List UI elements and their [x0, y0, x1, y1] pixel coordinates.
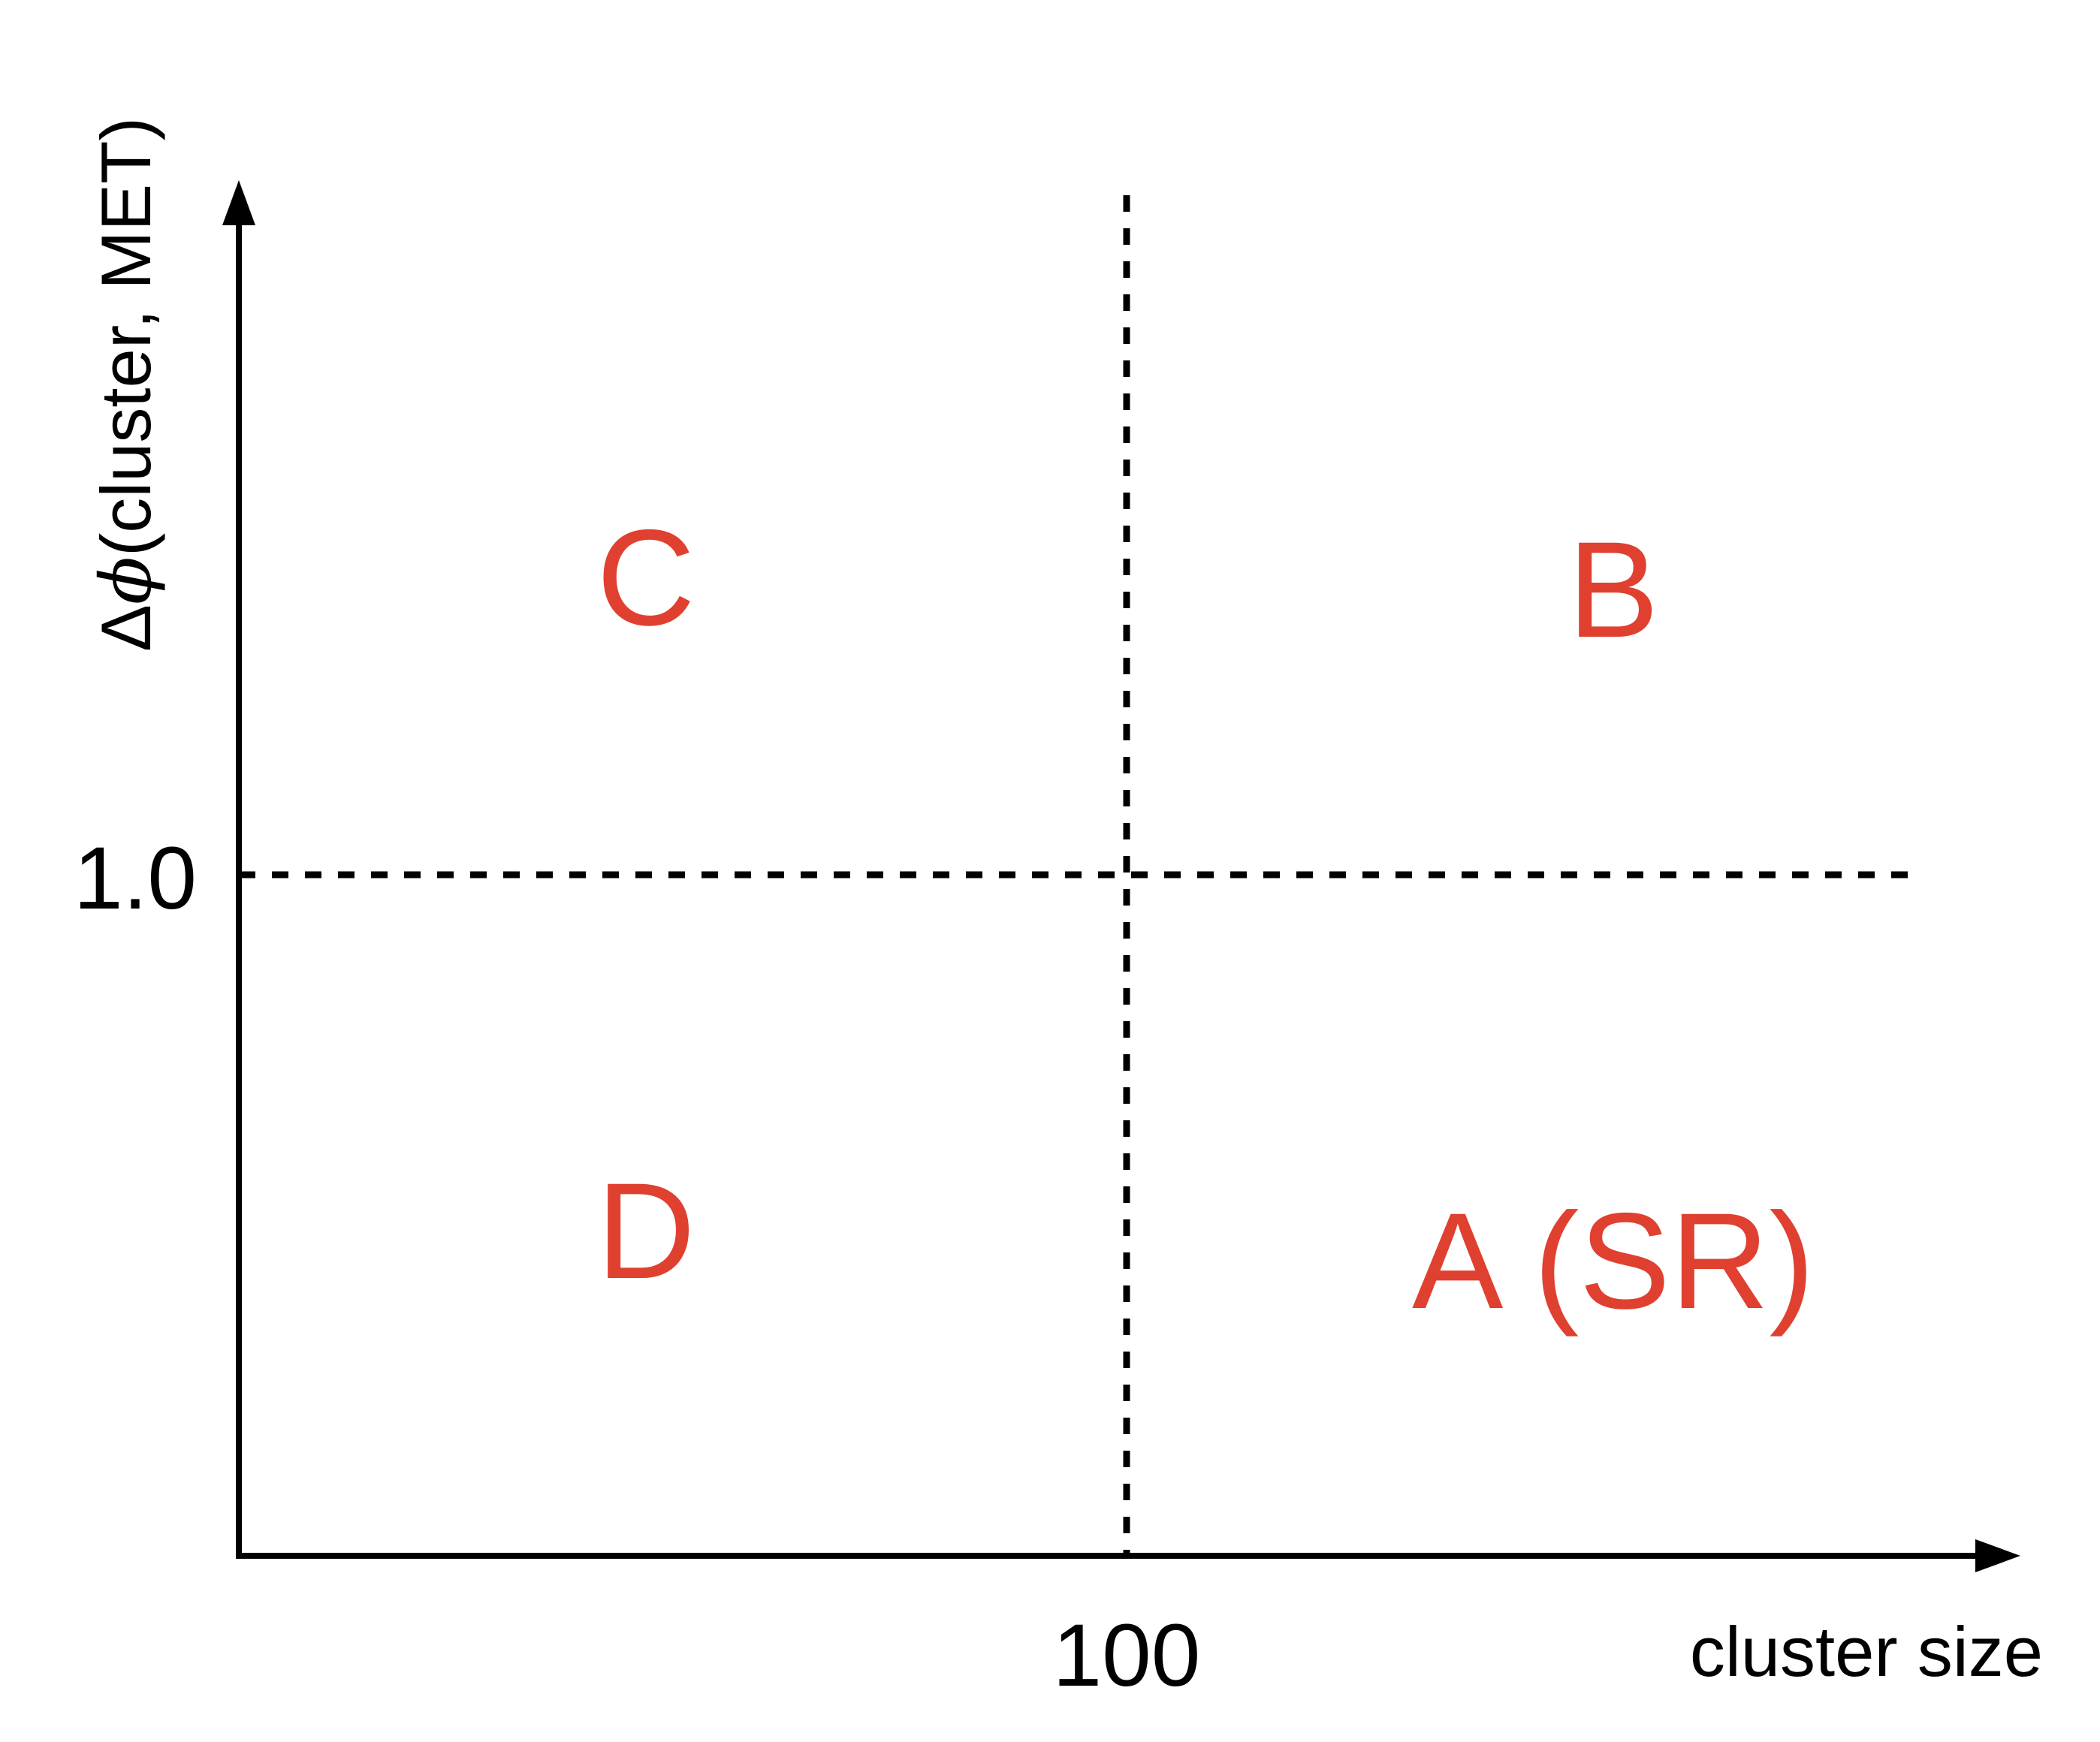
region-label-b: B — [1567, 513, 1658, 666]
region-label-d: D — [596, 1154, 695, 1307]
y-axis-title-delta: Δ — [86, 604, 165, 652]
region-label-c: C — [596, 501, 695, 654]
y-axis-arrow-icon — [222, 180, 255, 225]
y-threshold-tick-label: 1.0 — [74, 829, 197, 928]
y-axis-title-suffix: (cluster, MET) — [86, 117, 165, 556]
y-axis-title: Δϕ(cluster, MET) — [86, 117, 167, 652]
region-label-a-sr: A (SR) — [1412, 1184, 1815, 1337]
x-threshold-tick-label: 100 — [1053, 1606, 1201, 1705]
y-axis-title-phi: ϕ — [86, 556, 167, 604]
x-axis-title: cluster size — [1690, 1612, 2043, 1691]
x-axis-arrow-icon — [1975, 1539, 2020, 1572]
